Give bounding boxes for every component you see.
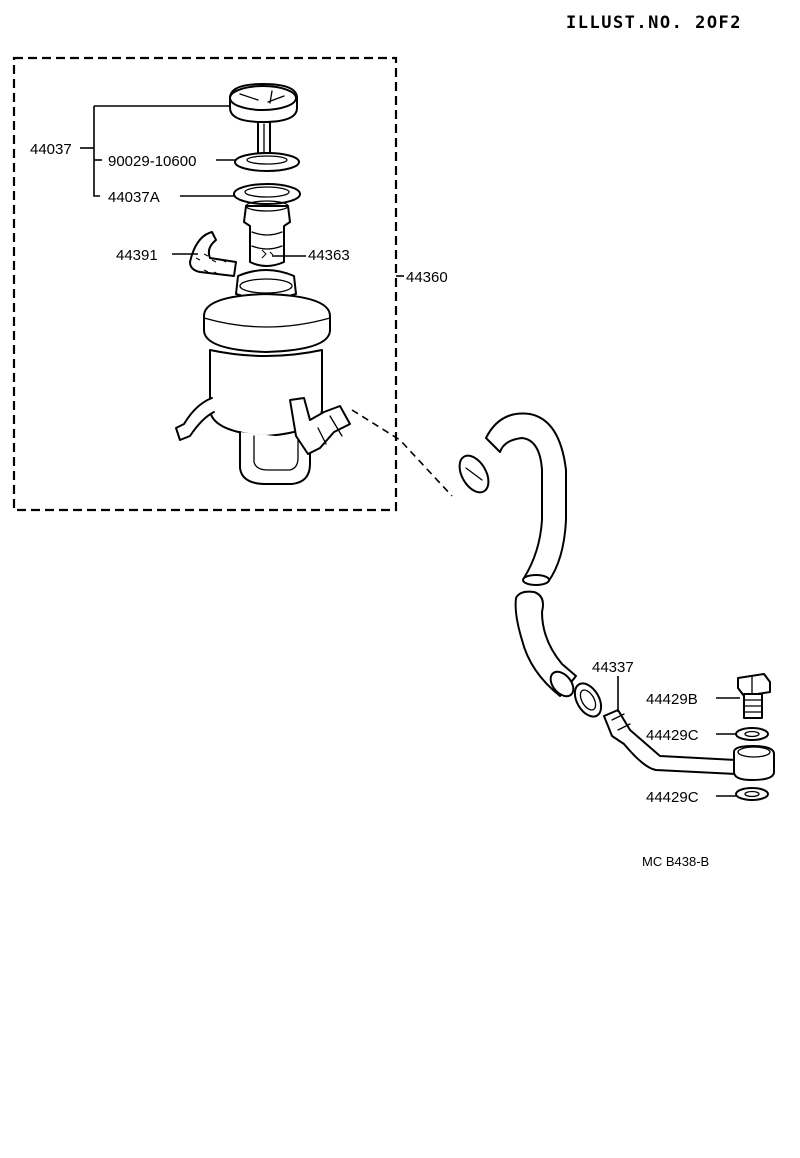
reservoir-cap	[229, 83, 298, 159]
connection-dashed-line	[351, 409, 453, 497]
part-label-44363: 44363	[308, 247, 350, 264]
union-gasket-lower	[735, 787, 769, 801]
reservoir-body	[175, 269, 351, 485]
pressure-pipe	[603, 709, 775, 781]
assembly-boundary-box	[12, 56, 398, 512]
part-label-44429b: 44429B	[646, 691, 698, 708]
reservoir-band	[189, 231, 237, 277]
part-label-44037: 44037	[30, 141, 72, 158]
part-label-44037a: 44037A	[108, 189, 160, 206]
strainer	[243, 200, 291, 267]
union-gasket-upper	[735, 727, 769, 741]
part-label-90029-10600: 90029-10600	[108, 153, 196, 170]
return-hose	[458, 412, 567, 586]
part-label-44429c-lower: 44429C	[646, 789, 699, 806]
illustration-number: ILLUST.NO. 2OF2	[566, 13, 742, 33]
union-bolt	[737, 673, 771, 719]
leader-lines	[80, 105, 740, 797]
reservoir-tank	[175, 83, 351, 485]
diagram-code: MC B438-B	[642, 854, 709, 869]
part-label-44360: 44360	[406, 269, 448, 286]
part-label-44337: 44337	[592, 659, 634, 676]
part-label-44391: 44391	[116, 247, 158, 264]
part-label-44429c-upper: 44429C	[646, 727, 699, 744]
suction-hose	[514, 590, 577, 698]
hose-clip	[573, 682, 603, 718]
